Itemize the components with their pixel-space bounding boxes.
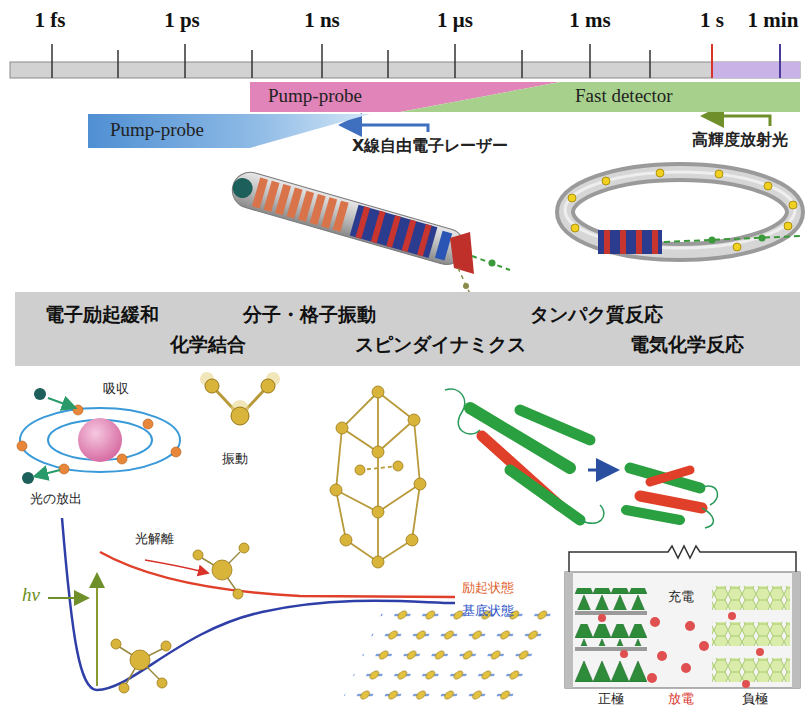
node-text: タンパク質反応	[530, 302, 663, 328]
node-text: 化学結合	[170, 332, 246, 358]
band-fill	[88, 114, 370, 148]
state-label: 励起状態	[462, 579, 514, 597]
photon-symbol: hν	[22, 584, 40, 606]
protein-illustration	[445, 389, 717, 528]
node-text: Fast detector	[575, 85, 673, 107]
node-text: Pump-probe	[110, 119, 204, 141]
process-label: 光解離	[135, 530, 174, 548]
atom-illustration	[17, 388, 181, 484]
time-tick-label: 1 μs	[437, 8, 473, 33]
band-fill	[400, 82, 800, 112]
node-text: スピンダイナミクス	[355, 332, 526, 358]
process-label: 吸収	[103, 380, 129, 398]
vibration-molecule	[200, 372, 280, 425]
battery-label: 負極	[742, 690, 768, 708]
state-label: 基底状態	[462, 602, 514, 620]
crystal-lattice	[330, 386, 426, 568]
phenomena-band: 電子励起緩和 分子・格子振動 タンパク質反応化学結合 スピンダイナミクス 電気化学反応	[15, 292, 800, 366]
time-tick-label: 1 s	[700, 8, 724, 33]
process-label: 振動	[222, 450, 248, 468]
battery-label: 正極	[598, 690, 624, 708]
pump-probe-band: Pump-probe	[88, 114, 370, 148]
time-tick-label: 1 min	[748, 8, 799, 33]
battery-label: 充電	[668, 588, 694, 606]
fast-detector-band: Fast detector	[400, 82, 800, 112]
spin-lattice	[342, 606, 565, 700]
light-source-label: 高輝度放射光	[692, 130, 788, 151]
timeline-axis	[10, 44, 800, 78]
time-tick-label: 1 ps	[164, 8, 200, 33]
time-tick-label: 1 fs	[35, 8, 66, 33]
node-text: 電気化学反応	[630, 332, 744, 358]
xfel-illustration	[228, 168, 510, 298]
light-source-label: X線自由電子レーザー	[352, 136, 508, 157]
node-text: Pump-probe	[268, 85, 362, 107]
node-text: 電子励起緩和	[45, 302, 159, 328]
source-arrows	[350, 116, 770, 132]
process-label: 光の放出	[30, 490, 82, 508]
battery-illustration	[565, 546, 800, 688]
node-text: 分子・格子振動	[243, 302, 376, 328]
time-tick-label: 1 ms	[569, 8, 610, 33]
battery-label: 放電	[668, 690, 694, 708]
storage-ring-illustration	[565, 169, 800, 254]
time-tick-label: 1 ns	[304, 8, 340, 33]
